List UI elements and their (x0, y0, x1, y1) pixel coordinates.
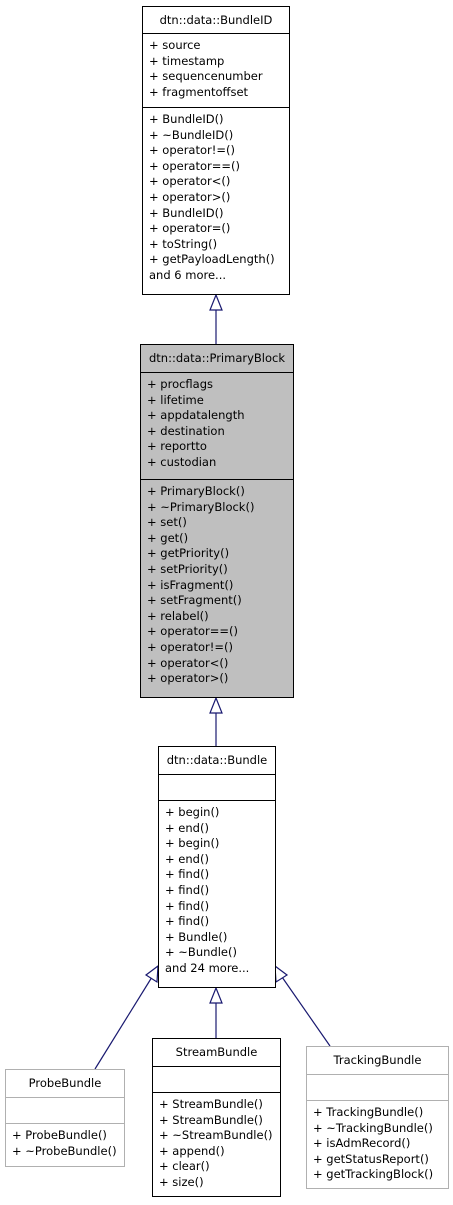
class-primaryblock-title: dtn::data::PrimaryBlock (141, 345, 293, 373)
arrowhead-bundle-center (209, 986, 223, 1004)
member-row: + timestamp (149, 53, 225, 68)
class-bundle-attributes (159, 775, 275, 801)
class-bundleid-methods: + BundleID()+ ~BundleID()+ operator!=()+… (143, 108, 289, 284)
arrowhead-primaryblock (209, 696, 223, 714)
member-row: + sequencenumber (149, 69, 263, 84)
member-row: + StreamBundle() (159, 1112, 263, 1127)
member-row: + getPriority() (147, 546, 230, 561)
member-row: + BundleID() (149, 205, 224, 220)
class-bundleid-title: dtn::data::BundleID (143, 7, 289, 34)
member-row: + end() (165, 820, 209, 835)
member-row: + PrimaryBlock() (147, 484, 245, 498)
member-row: + getTrackingBlock() (313, 1167, 434, 1182)
member-row: + isAdmRecord() (313, 1136, 411, 1151)
member-row: + operator>() (149, 189, 231, 204)
class-bundle[interactable]: dtn::data::Bundle + begin()+ end()+ begi… (158, 746, 276, 988)
member-row: and 24 more... (165, 960, 250, 975)
member-row: + isFragment() (147, 577, 234, 592)
member-row: + setPriority() (147, 561, 228, 576)
member-row: + getPayloadLength() (149, 252, 275, 267)
member-row: + find() (165, 898, 210, 913)
member-row: + StreamBundle() (159, 1097, 263, 1111)
member-row: + ~StreamBundle() (159, 1128, 273, 1143)
member-row: + toString() (149, 236, 218, 251)
member-row: + Bundle() (165, 929, 228, 944)
edge-probebundle-bundle (94, 976, 153, 1070)
member-row: + begin() (165, 805, 220, 819)
class-probebundle-attributes (6, 1098, 124, 1124)
member-row: + ~ProbeBundle() (12, 1143, 117, 1158)
member-row: + size() (159, 1174, 204, 1189)
class-trackingbundle[interactable]: TrackingBundle + TrackingBundle()+ ~Trac… (306, 1046, 449, 1189)
member-row: + lifetime (147, 392, 204, 407)
member-row: + reportto (147, 439, 207, 454)
member-row: + operator==() (149, 158, 240, 173)
member-row: + find() (165, 882, 210, 897)
class-bundle-title: dtn::data::Bundle (159, 747, 275, 775)
member-row: + set() (147, 515, 187, 530)
member-row: + operator!=() (149, 143, 235, 158)
arrowhead-bundleid (209, 293, 223, 311)
class-bundle-methods: + begin()+ end()+ begin()+ end()+ find()… (159, 801, 275, 977)
class-streambundle-methods: + StreamBundle()+ StreamBundle()+ ~Strea… (153, 1093, 280, 1191)
member-row: + operator!=() (147, 639, 233, 654)
class-probebundle-title: ProbeBundle (6, 1070, 124, 1098)
member-row: + fragmentoffset (149, 84, 249, 99)
member-row: + operator=() (149, 221, 231, 236)
member-row: + operator>() (147, 671, 229, 686)
member-row: + ~PrimaryBlock() (147, 499, 255, 514)
class-bundleid[interactable]: dtn::data::BundleID + source+ timestamp+… (142, 6, 290, 295)
member-row: + ~TrackingBundle() (313, 1120, 433, 1135)
member-row: + operator==() (147, 624, 238, 639)
class-streambundle-attributes (153, 1067, 280, 1093)
class-streambundle[interactable]: StreamBundle + StreamBundle()+ StreamBun… (152, 1038, 281, 1197)
member-row: + BundleID() (149, 112, 224, 126)
member-row: + setFragment() (147, 593, 242, 608)
class-streambundle-title: StreamBundle (153, 1039, 280, 1067)
edge-trackingbundle-bundle (281, 976, 331, 1047)
member-row: + source (149, 38, 201, 52)
member-row: + appdatalength (147, 408, 245, 423)
member-row: + operator<() (147, 655, 229, 670)
arrowhead-bundle-left (144, 964, 159, 984)
class-primaryblock-methods: + PrimaryBlock()+ ~PrimaryBlock()+ set()… (141, 480, 293, 687)
member-row: + find() (165, 867, 210, 882)
member-row: + get() (147, 530, 189, 545)
class-probebundle[interactable]: ProbeBundle + ProbeBundle()+ ~ProbeBundl… (5, 1069, 125, 1167)
member-row: + end() (165, 851, 209, 866)
member-row: + custodian (147, 454, 217, 469)
class-trackingbundle-methods: + TrackingBundle()+ ~TrackingBundle()+ i… (307, 1101, 448, 1183)
member-row: + clear() (159, 1159, 210, 1174)
member-row: + getStatusReport() (313, 1151, 429, 1166)
class-primaryblock-attributes: + procflags+ lifetime+ appdatalength+ de… (141, 373, 293, 480)
class-bundleid-attributes: + source+ timestamp+ sequencenumber+ fra… (143, 34, 289, 108)
member-row: + relabel() (147, 608, 209, 623)
class-trackingbundle-title: TrackingBundle (307, 1047, 448, 1075)
class-probebundle-methods: + ProbeBundle()+ ~ProbeBundle() (6, 1124, 124, 1159)
member-row: + find() (165, 914, 210, 929)
member-row: + TrackingBundle() (313, 1105, 424, 1119)
member-row: + ~Bundle() (165, 945, 237, 960)
member-row: + procflags (147, 377, 214, 391)
class-trackingbundle-attributes (307, 1075, 448, 1101)
member-row: + destination (147, 423, 225, 438)
member-row: and 6 more... (149, 267, 227, 282)
member-row: + ~BundleID() (149, 127, 234, 142)
member-row: + operator<() (149, 174, 231, 189)
class-primaryblock[interactable]: dtn::data::PrimaryBlock + procflags+ lif… (140, 344, 294, 698)
member-row: + begin() (165, 836, 220, 851)
member-row: + append() (159, 1143, 225, 1158)
arrowhead-bundle-right (274, 964, 289, 984)
member-row: + ProbeBundle() (12, 1128, 107, 1142)
